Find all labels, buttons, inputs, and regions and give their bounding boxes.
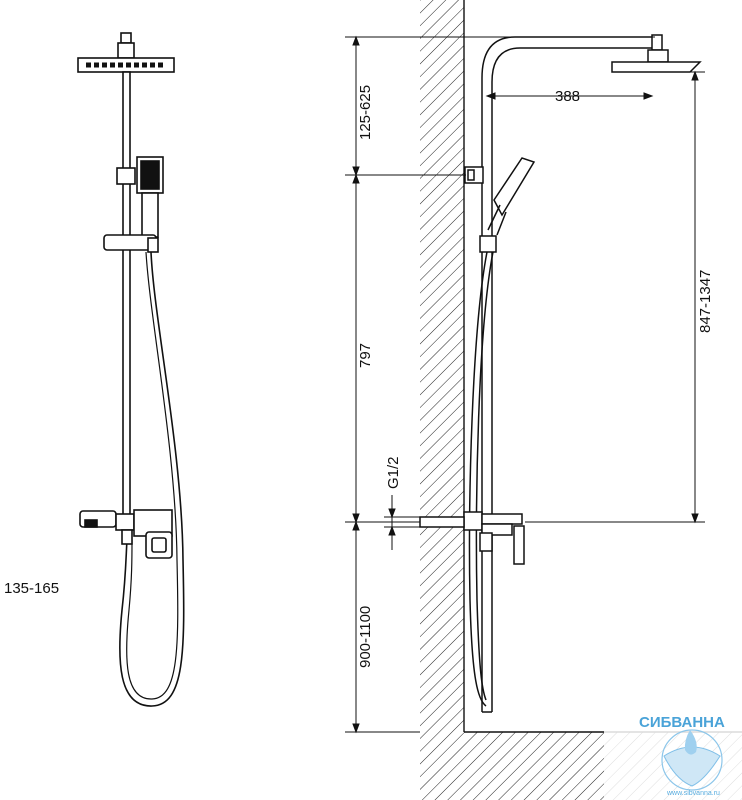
wall-section [420,0,742,800]
rail-height-dimension: 797 [357,343,374,368]
svg-text:www.sibvanna.ru: www.sibvanna.ru [666,790,720,797]
side-hose [468,251,488,707]
front-view [77,32,185,707]
dimension-arrows [352,35,699,734]
mixer-height-dimension: 900-1100 [357,606,374,668]
side-hand-shower [487,157,536,236]
wall-spacing-dimension: 135-165 [4,580,59,597]
side-wall-bracket [464,166,484,184]
front-thermostatic-mixer [79,509,173,559]
front-handshower-holder [116,156,164,238]
front-slider [103,234,159,253]
svg-text:СИБВАННА: СИБВАННА [639,714,725,731]
dimension-lines [345,35,705,734]
head-projection-dimension: 388 [555,88,580,105]
rail-adjust-dimension: 125-625 [357,85,374,140]
side-view [419,34,702,713]
side-slider [479,235,497,253]
inlet-thread-dimension: G1/2 [385,456,402,489]
front-rail [122,71,131,533]
side-mixer [419,511,525,565]
front-rain-shower-head [77,32,175,73]
front-hose [118,251,185,707]
side-rain-shower-head [611,34,702,73]
side-rail [481,36,652,712]
head-height-dimension: 847-1347 [697,270,714,333]
sibvanna-watermark-logo: СИБВАННА www.sibvanna.ru [639,714,725,797]
